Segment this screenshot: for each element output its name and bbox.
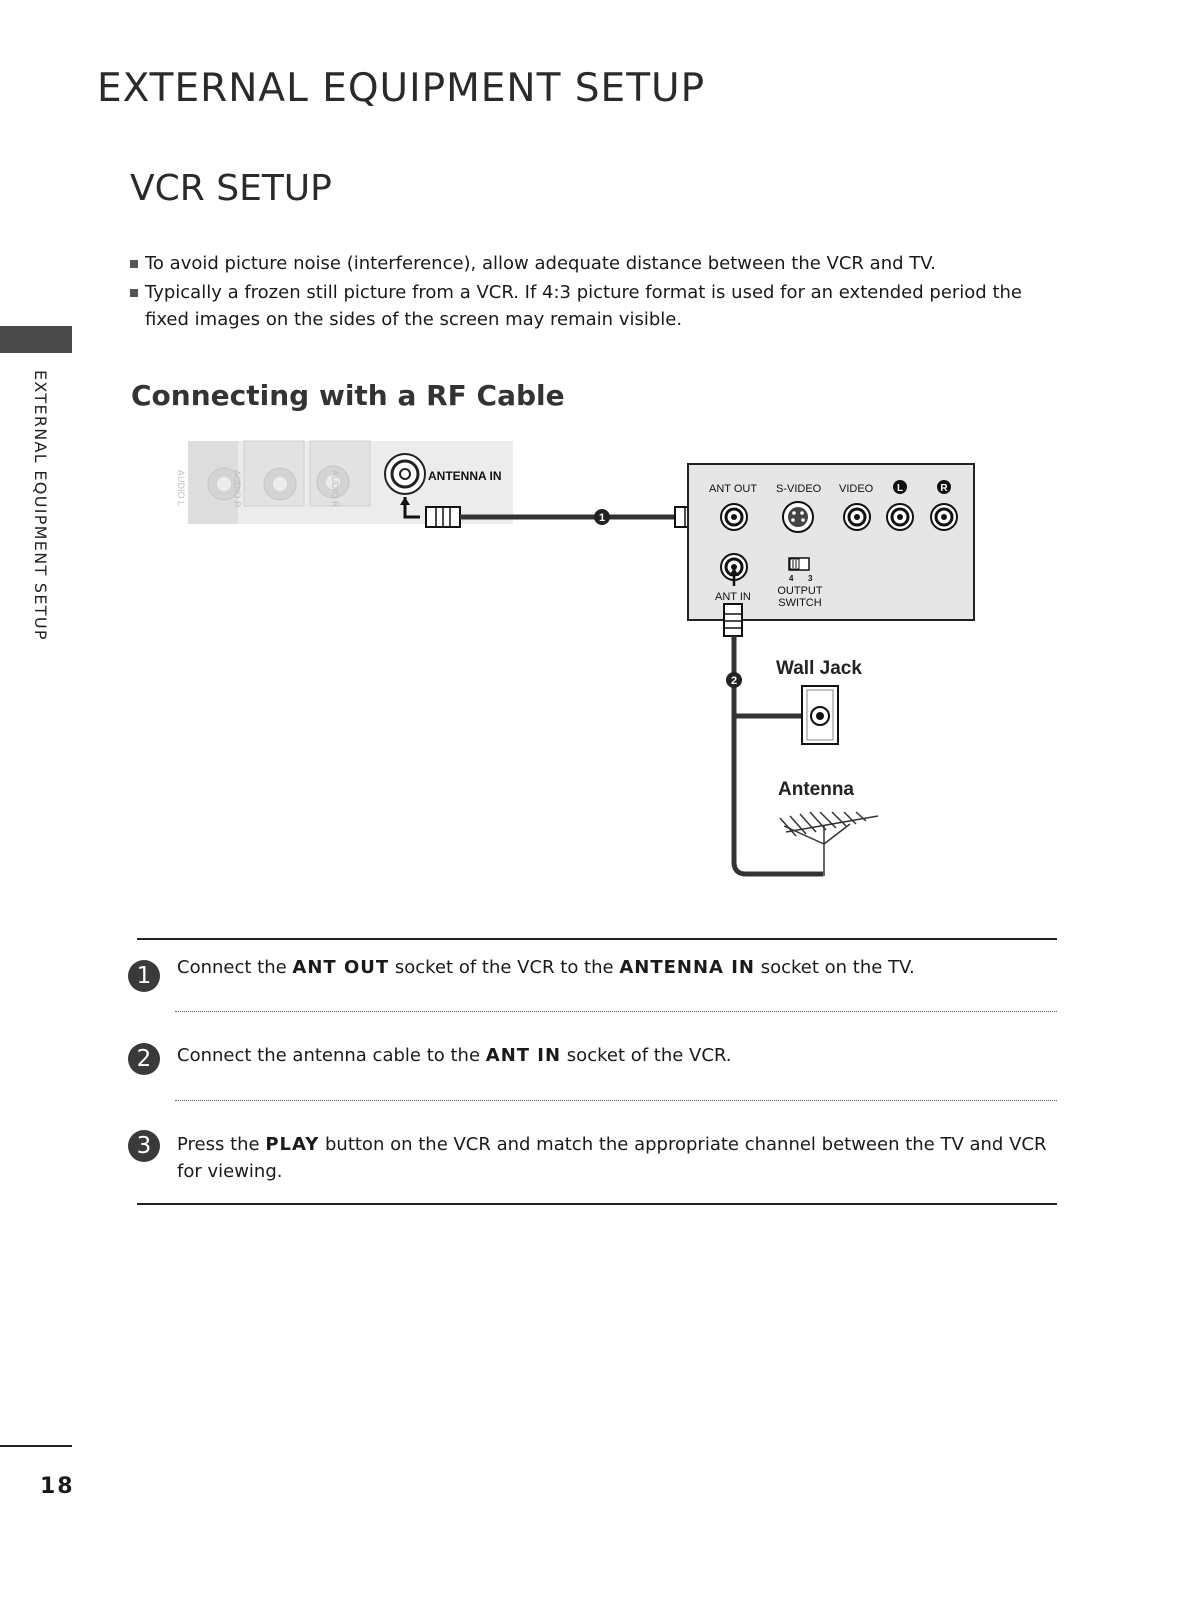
step-1-bold-ant-out: ANT OUT	[292, 957, 390, 978]
tv-antenna-in-label: ANTENNA IN	[428, 469, 502, 483]
bullet-text: Typically a frozen still picture from a …	[145, 282, 1022, 330]
steps-bottom-rule	[137, 1203, 1057, 1205]
vcr-rear-panel: ANT OUT S-VIDEO VIDEO L R	[687, 463, 975, 621]
bullet-item: Typically a frozen still picture from a …	[130, 279, 1060, 333]
wall-jack-icon	[801, 685, 839, 745]
page-number-rule	[0, 1445, 72, 1447]
step-3-bold-play: PLAY	[265, 1134, 320, 1155]
side-tab-marker	[0, 326, 72, 353]
vcr-s-video-socket-icon	[782, 501, 814, 533]
marker-1-label: 1	[599, 512, 605, 524]
step-3-number-icon: 3	[128, 1130, 160, 1162]
step-1-text: Connect the ANT OUT socket of the VCR to…	[177, 957, 915, 978]
marker-1-icon	[594, 509, 610, 525]
bullet-square-icon	[130, 289, 138, 297]
marker-2-icon	[726, 672, 742, 688]
marker-2-label: 2	[731, 675, 737, 687]
bullet-list: To avoid picture noise (interference), a…	[130, 250, 1060, 335]
output-label: OUTPUT	[777, 585, 823, 597]
wall-jack-label: Wall Jack	[776, 658, 862, 679]
switch-4-label: 4	[789, 574, 794, 583]
tv-audio-r2-label: AUDIO R	[330, 470, 340, 508]
output-switch-icon	[788, 557, 810, 571]
vcr-l-label: L	[897, 483, 903, 494]
switch-3-label: 3	[808, 574, 813, 583]
subsection-title: Connecting with a RF Cable	[131, 379, 565, 412]
vcr-s-video-label: S-VIDEO	[776, 483, 822, 495]
step-divider	[175, 1100, 1057, 1101]
steps-top-rule	[137, 938, 1057, 940]
vcr-ant-out-label: ANT OUT	[709, 483, 757, 495]
vcr-r-label: R	[940, 483, 948, 494]
step-1-number-icon: 1	[128, 960, 160, 992]
antenna-label: Antenna	[778, 779, 854, 800]
vcr-audio-l-socket-icon	[886, 503, 914, 531]
page-title: EXTERNAL EQUIPMENT SETUP	[97, 66, 706, 111]
section-title: VCR SETUP	[130, 168, 332, 209]
switch-label: SWITCH	[778, 597, 821, 609]
tv-audio-r-label: AUDIO R	[232, 470, 242, 508]
bullet-text: To avoid picture noise (interference), a…	[145, 253, 936, 274]
vcr-video-socket-icon	[843, 503, 871, 531]
bullet-item: To avoid picture noise (interference), a…	[130, 250, 1060, 277]
vcr-ant-out-socket-icon	[720, 503, 748, 531]
vcr-audio-r-socket-icon	[930, 503, 958, 531]
vcr-video-label: VIDEO	[839, 483, 874, 495]
page-number: 18	[40, 1474, 75, 1499]
step-2-number-icon: 2	[128, 1043, 160, 1075]
step-3-text: Press the PLAY button on the VCR and mat…	[177, 1134, 1047, 1182]
bullet-square-icon	[130, 260, 138, 268]
tv-audio-l-label: AUDIO L	[176, 470, 186, 506]
step-2-bold-ant-in: ANT IN	[485, 1045, 562, 1066]
connection-diagram: AUDIO L AUDIO R AUDIO R ANTENNA IN 1 ANT…	[176, 440, 975, 877]
step-2-text: Connect the antenna cable to the ANT IN …	[177, 1045, 732, 1066]
step-1-bold-antenna-in: ANTENNA IN	[619, 957, 755, 978]
vcr-ant-in-label: ANT IN	[715, 591, 751, 603]
tv-rear-panel: AUDIO L AUDIO R AUDIO R ANTENNA IN	[176, 440, 513, 524]
rf-cable-2	[723, 603, 823, 877]
antenna-icon	[779, 811, 879, 876]
step-divider	[175, 1011, 1057, 1012]
